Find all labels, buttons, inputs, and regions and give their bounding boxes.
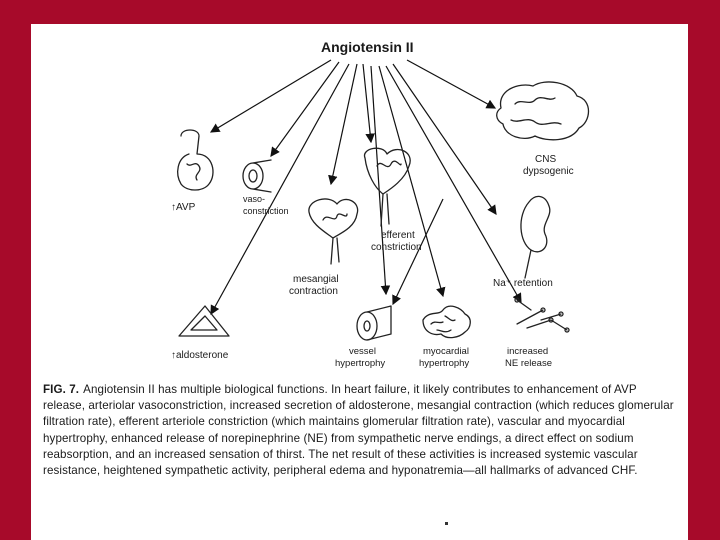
label-na: Na⁺ retention: [493, 278, 553, 289]
label-efferent-2: constriction: [371, 242, 422, 253]
label-vaso-2: constriction: [243, 206, 289, 216]
arrow-avp: [209, 59, 332, 133]
label-myocardial-2: hypertrophy: [419, 358, 469, 369]
angiotensin-title: Angiotensin II: [321, 39, 414, 55]
arrow-vessel: [370, 65, 391, 296]
arrow-cns: [406, 59, 497, 109]
label-vaso: vaso-: [243, 194, 265, 204]
label-mesangial-2: contraction: [289, 286, 338, 297]
arrow-efferent: [362, 63, 375, 144]
brain-icon: [496, 81, 590, 141]
glomerulus-efferent-icon: [363, 147, 411, 227]
label-aldosterone: ↑aldosterone: [171, 350, 229, 361]
label-myocardial: myocardial: [423, 346, 469, 357]
label-ne-2: NE release: [505, 358, 552, 369]
arrow-aldosterone: [210, 63, 350, 316]
figure-caption: FIG. 7.Angiotensin II has multiple biolo…: [43, 382, 677, 479]
vasoconstriction-icon: [242, 159, 272, 193]
vessel-icon: [356, 305, 392, 341]
arrow-branch: [392, 198, 444, 306]
angiotensin-diagram: Angiotensin II ↑AVP vaso- co: [171, 39, 590, 369]
label-avp: ↑AVP: [171, 202, 196, 213]
arrow-mesangial: [328, 63, 358, 186]
arrow-ne: [385, 65, 522, 304]
adrenal-icon: [178, 305, 230, 337]
caption-text: Angiotensin II has multiple biological f…: [43, 383, 674, 478]
pituitary-icon: [177, 129, 214, 191]
label-cns-2: dypsogenic: [523, 166, 574, 177]
dot-mark: [445, 522, 448, 525]
label-efferent: efferent: [381, 230, 415, 241]
label-vessel: vessel: [349, 346, 376, 357]
arrow-na: [392, 63, 497, 215]
label-mesangial: mesangial: [293, 274, 339, 285]
figure-number: FIG. 7.: [43, 383, 80, 396]
label-ne: increased: [507, 346, 548, 357]
label-vessel-2: hypertrophy: [335, 358, 385, 369]
slide: Angiotensin II ↑AVP vaso- co: [31, 24, 688, 540]
arrows: [209, 59, 522, 316]
kidney-icon: [520, 195, 551, 279]
myocardial-cells-icon: [422, 305, 471, 339]
arrow-vaso: [270, 61, 340, 157]
nerve-endings-icon: [514, 297, 570, 333]
arrow-myocardial: [378, 65, 446, 298]
label-cns: CNS: [535, 154, 556, 165]
glomerulus-mesangial-icon: [308, 198, 359, 265]
